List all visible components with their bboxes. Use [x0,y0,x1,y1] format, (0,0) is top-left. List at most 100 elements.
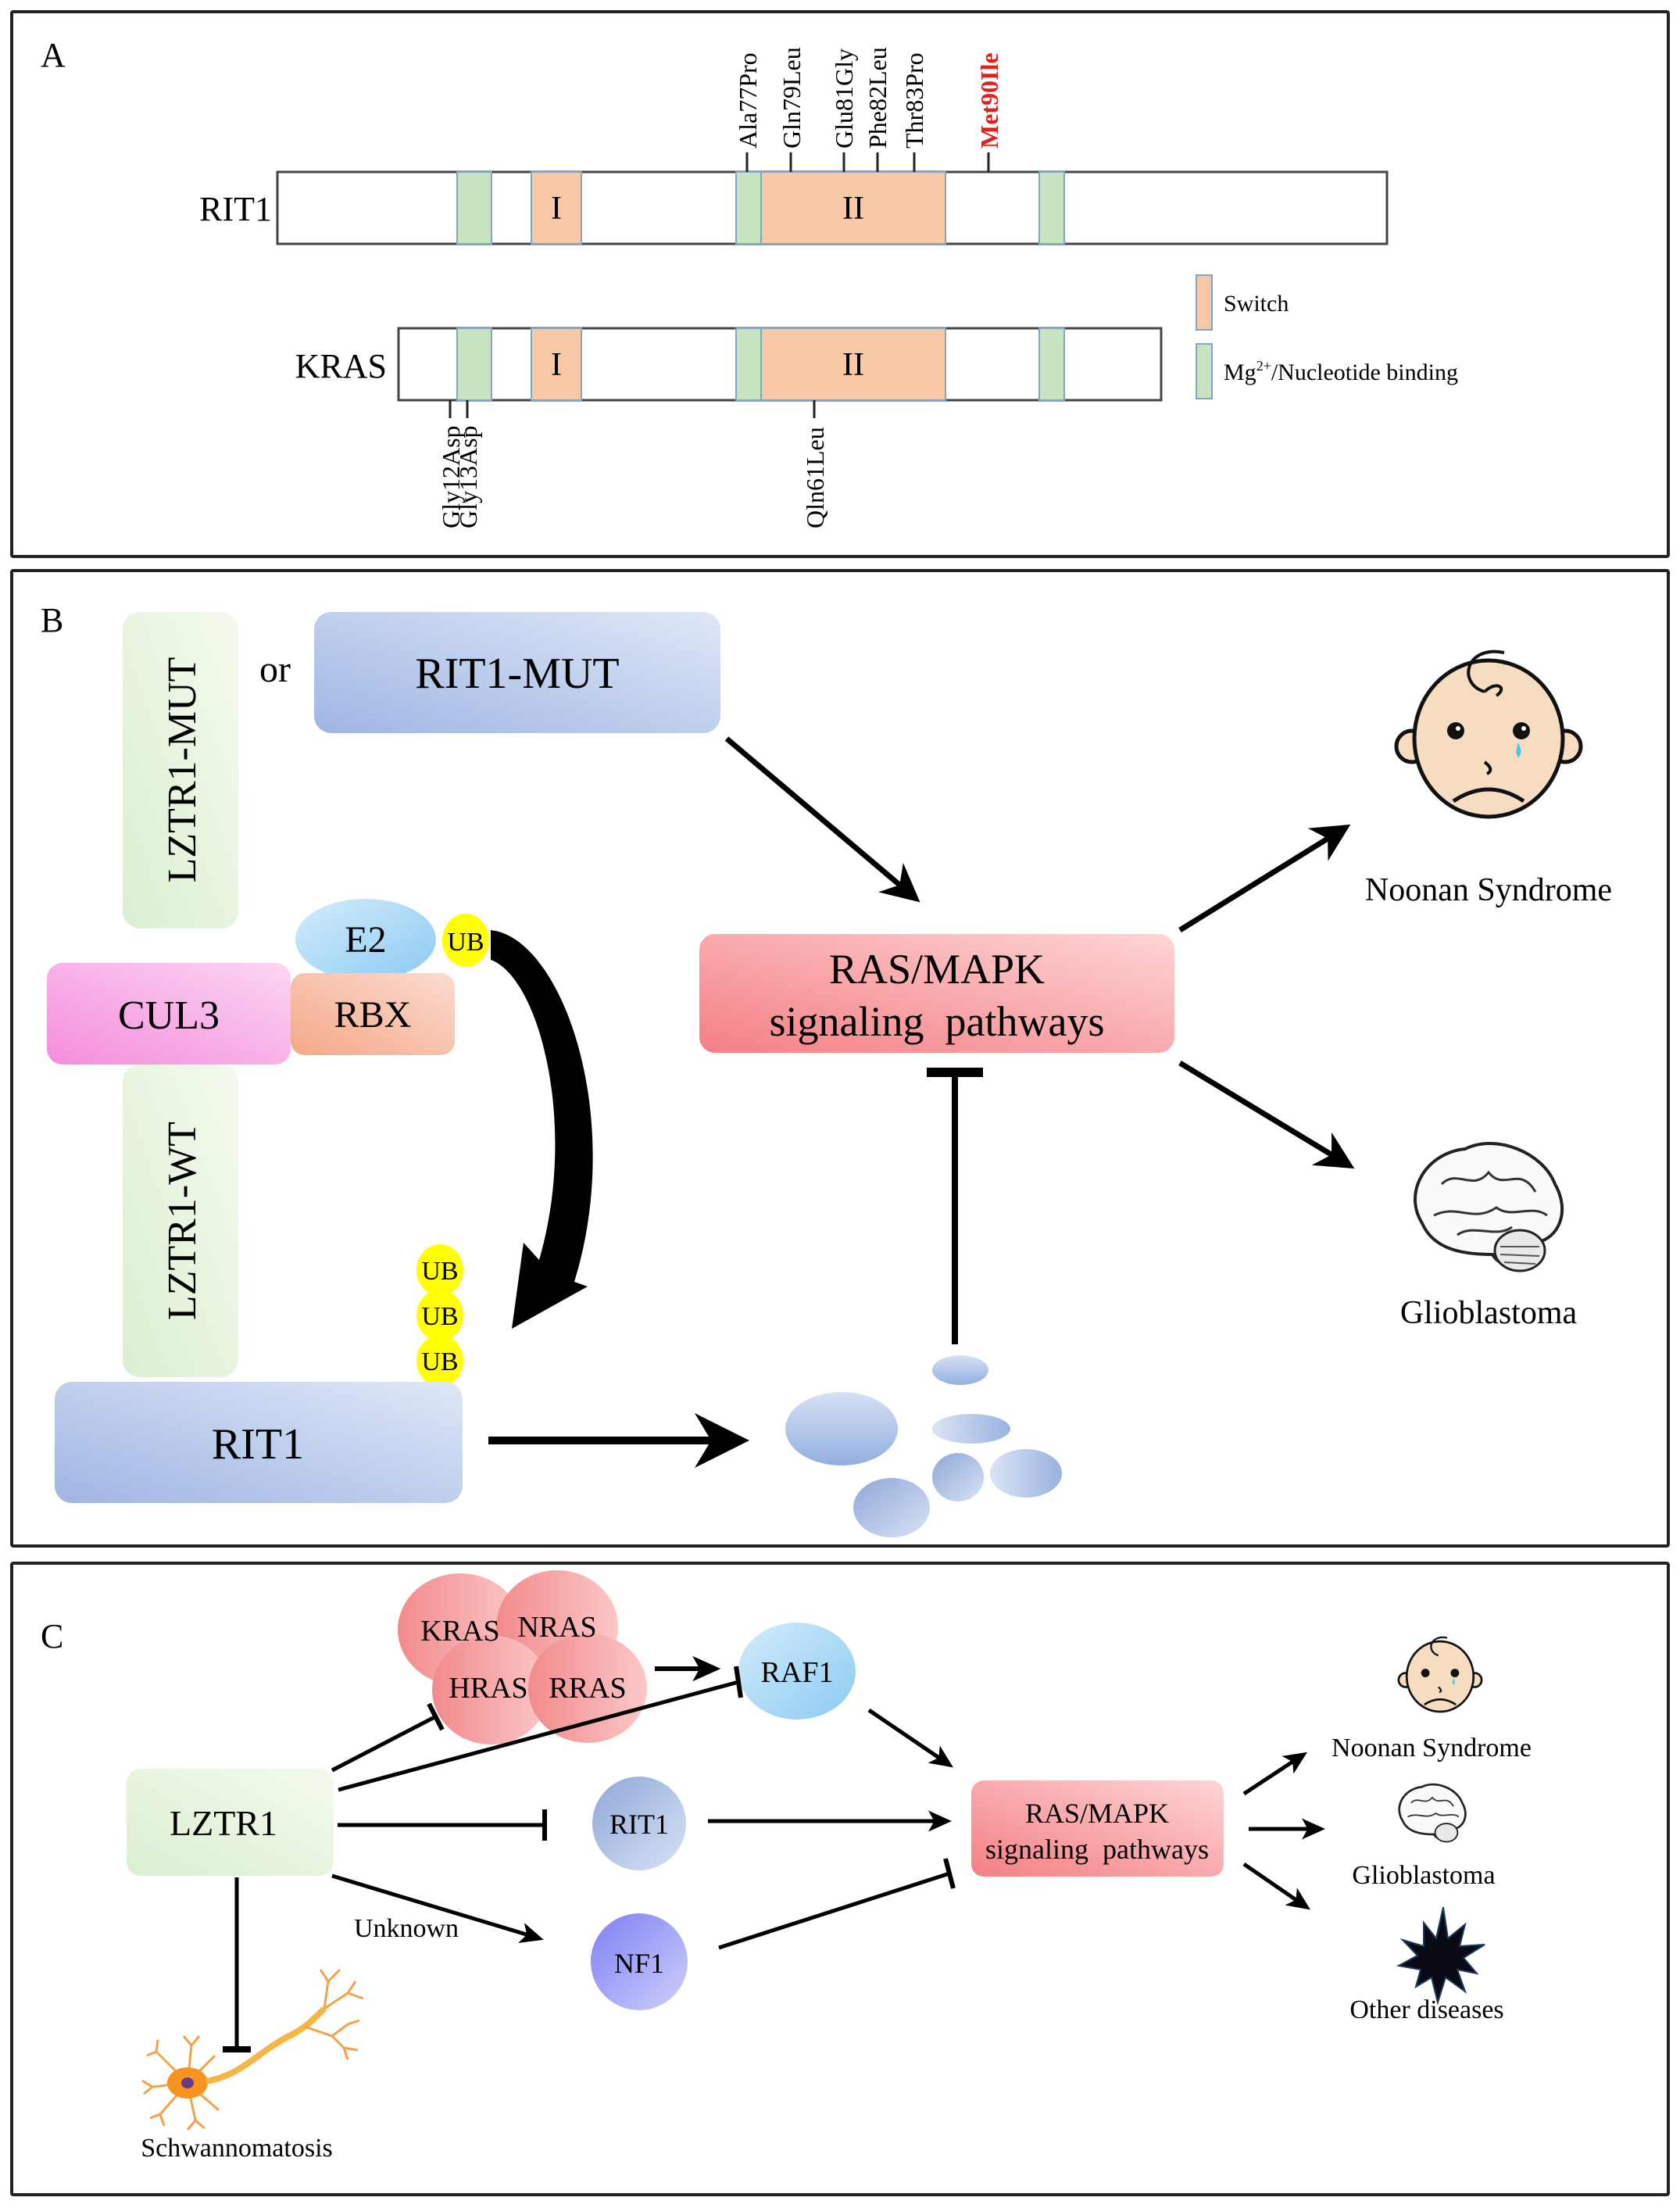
activation-arrow [867,1708,953,1768]
rbx-label: RBX [334,994,412,1036]
ras-mapk-node [971,1780,1224,1877]
nf1-label: NF1 [614,1948,664,1979]
switch-i-label: I [551,347,562,383]
mutation-label: Gly13Asp [454,425,482,528]
cul3-label: CUL3 [118,993,220,1038]
mutation-label: Glu81Gly [830,48,858,149]
rit1-label: RIT1 [212,1420,304,1469]
raf1-node [738,1623,856,1720]
kras-protein-bar: KRAS I II [295,327,1163,402]
neuron-icon [141,1968,364,2131]
mutation-label: Thr83Pro [900,52,928,149]
ras-member-label: NRAS [517,1611,596,1644]
binding-domain [735,327,762,401]
panel-b: B LZTR1-MUT or RIT1-MUT E2 UB CUL3 RBX L… [10,569,1670,1548]
lztr1-wt-node [123,1065,238,1377]
outcome-arrow [1242,1752,1308,1796]
switch-ii-domain [760,327,946,401]
rit1-mut-label: RIT1-MUT [415,650,619,698]
lztr1-wt-label: LZTR1-WT [160,1122,205,1320]
switch-ii-label: II [842,191,864,227]
ras-mapk-label-line1: RAS/MAPK [1025,1798,1169,1829]
ubiquitination-arrow [491,930,593,1329]
inhibition-bar [943,1858,956,1889]
mutation-label: Phe82Leu [863,47,892,149]
ras-mapk-label-line1: RAS/MAPK [829,946,1045,993]
outcome-label: Glioblastoma [1352,1861,1495,1890]
brain-icon [1398,1783,1467,1843]
legend-switch-swatch [1196,274,1213,331]
binding-domain [735,171,762,245]
unknown-label: Unknown [354,1914,459,1943]
lztr1-mut-label: LZTR1-MUT [160,657,205,883]
lztr1-label: LZTR1 [170,1803,277,1843]
ras-mapk-label-line2: signaling pathways [985,1834,1209,1865]
panel-label-c: C [41,1617,63,1655]
mutation-label: Gly12Asp [437,425,465,528]
outcome-label: Noonan Syndrome [1365,872,1612,908]
ras-member-label: RRAS [549,1672,626,1705]
kras-mutations: Gly12Asp Gly13Asp Qln61Leu [437,400,829,528]
lztr1-mut-node [123,612,238,929]
ub-node [442,914,489,967]
e2-label: E2 [345,919,386,961]
ub-label: UB [421,1257,458,1286]
cul3-node [47,963,291,1065]
switch-i-domain [531,171,582,245]
outcome-label: Other diseases [1349,1995,1503,2024]
lztr1-node [127,1769,334,1876]
binding-domain [456,171,492,245]
kras-label: KRAS [295,347,387,385]
panel-label-a: A [41,36,66,74]
rit1-label: RIT1 [199,190,272,228]
switch-ii-label: II [842,347,864,383]
activation-arrow [724,736,920,903]
crying-baby-icon [1397,1636,1483,1713]
rit1-node [55,1382,463,1503]
outcome-arrow [1242,1862,1310,1910]
crying-baby-icon [1394,650,1583,819]
binding-domain [1038,327,1065,401]
mutation-label: Ala77Pro [734,52,762,149]
starburst-icon [1396,1906,1485,2006]
mutation-label: Gln79Leu [777,47,806,149]
ub-label: UB [421,1302,458,1331]
inhibition-line [331,1713,439,1773]
panel-a: A RIT1 I II Ala77Pro Gln79Leu Glu81Gly P… [10,10,1670,558]
outcome-label: Noonan Syndrome [1331,1734,1532,1762]
mutation-label: Qln61Leu [801,427,829,528]
rit1-node [592,1777,686,1870]
inhibition-bar [734,1666,743,1698]
degraded-fragments [785,1355,1062,1537]
rit1-protein-bar: RIT1 I II [199,170,1389,245]
brain-icon [1414,1141,1564,1272]
activation-arrow [331,1873,544,1943]
legend-binding-label: Mg2+/Nucleotide binding [1224,358,1458,385]
rit1-mutations: Ala77Pro Gln79Leu Glu81Gly Phe82Leu Thr8… [734,47,1003,172]
inhibition-line [718,1871,950,1950]
or-label: or [259,649,291,690]
rbx-node [291,973,455,1055]
inhibition-bar [427,1702,445,1731]
raf1-label: RAF1 [761,1656,834,1689]
ub-label: UB [421,1347,458,1376]
switch-i-label: I [551,191,562,227]
panel-c: C KRAS NRAS HRAS RRAS RAF1 LZTR1 RIT1 [10,1562,1670,2196]
ras-mapk-node [699,934,1174,1053]
outcome-label: Glioblastoma [1400,1295,1578,1331]
ras-mapk-label-line2: signaling pathways [770,998,1105,1045]
ras-member-label: KRAS [420,1615,499,1648]
outcome-arrow [1178,1061,1355,1169]
mutation-label-highlight: Met90Ile [975,52,1003,149]
inhibition-line [338,1680,739,1792]
ub-label: UB [447,928,484,957]
binding-domain [456,327,492,401]
binding-domain [1038,171,1065,245]
legend: Switch Mg2+/Nucleotide binding [1196,274,1458,399]
rit1-label: RIT1 [609,1809,669,1840]
switch-ii-domain [760,171,946,245]
switch-i-domain [531,327,582,401]
nf1-node [591,1913,688,2010]
legend-binding-swatch [1196,343,1213,399]
